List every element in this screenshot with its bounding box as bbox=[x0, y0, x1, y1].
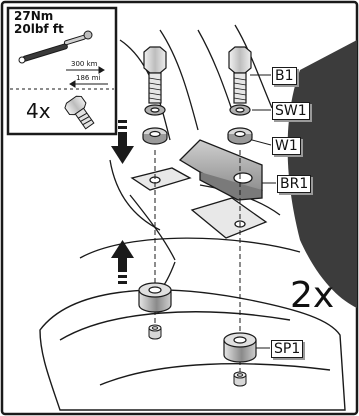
tail-unit bbox=[39, 289, 346, 411]
spacer-left bbox=[138, 282, 172, 313]
arrow-down bbox=[111, 120, 134, 164]
leader-lines bbox=[250, 74, 276, 349]
interval-mi: 186 mi bbox=[76, 74, 101, 82]
assembly-multiplier: 2x bbox=[290, 275, 335, 316]
interval-km: 300 km bbox=[71, 60, 98, 68]
part-label-sp1: SP1 bbox=[271, 340, 304, 358]
bolt-stack-right bbox=[227, 46, 253, 145]
bolt-stack-left bbox=[142, 46, 168, 145]
part-label-sw1: SW1 bbox=[272, 102, 310, 120]
part-label-w1: W1 bbox=[272, 137, 301, 155]
insert-left bbox=[148, 324, 162, 340]
interval-arrows bbox=[66, 66, 108, 88]
bolt-quantity: 4x bbox=[26, 99, 51, 123]
mounting-plates bbox=[130, 167, 268, 239]
part-label-br1: BR1 bbox=[277, 175, 312, 193]
torque-inset bbox=[6, 6, 118, 136]
torque-wrench-icon bbox=[18, 30, 93, 64]
insert-right bbox=[233, 371, 247, 387]
torque-value-lbf: 20lbf ft bbox=[14, 22, 64, 36]
part-label-b1: B1 bbox=[272, 67, 297, 85]
spacer-right bbox=[223, 332, 257, 363]
torque-value-nm: 27Nm bbox=[14, 9, 54, 23]
bracket-br1 bbox=[178, 139, 263, 201]
arrow-up bbox=[111, 240, 134, 284]
bolt-icon bbox=[64, 95, 95, 130]
